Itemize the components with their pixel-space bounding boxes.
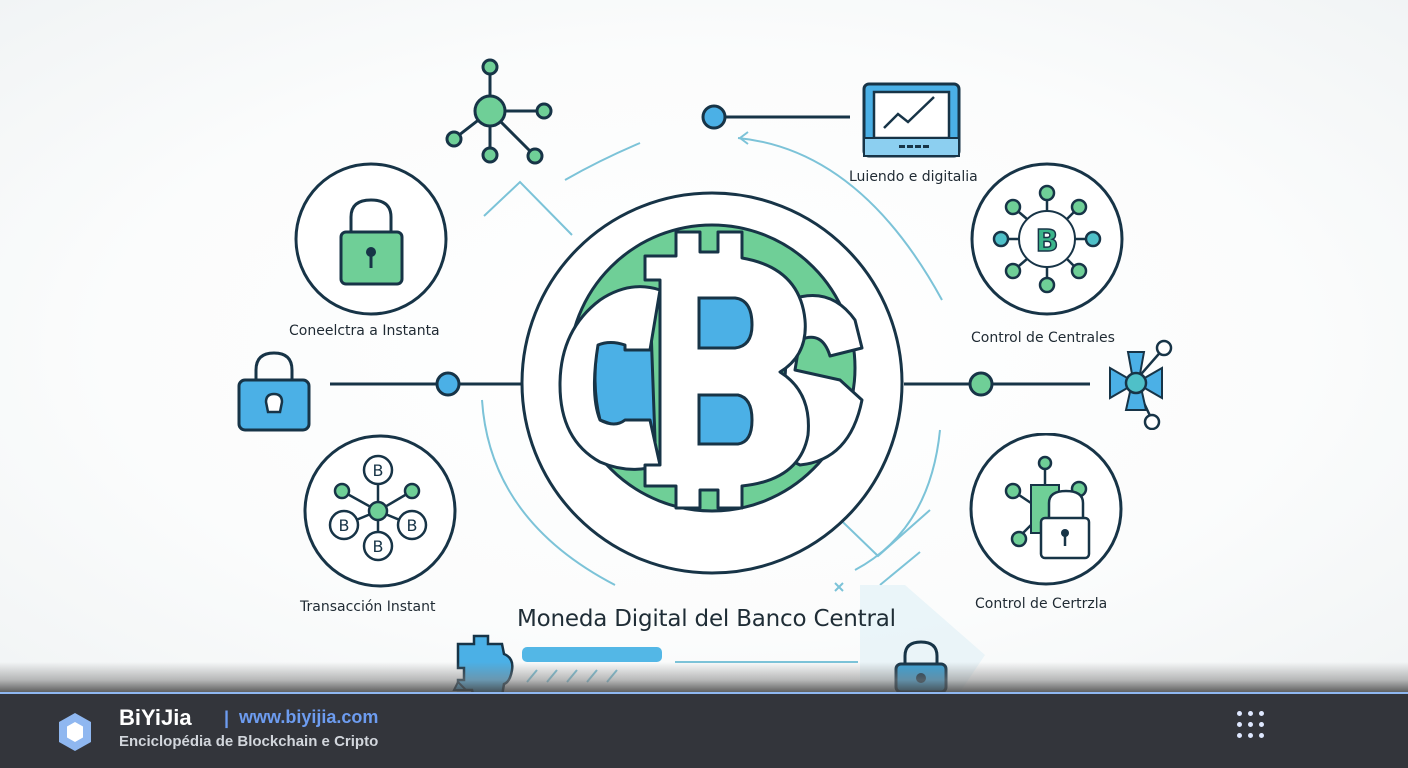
bitcoin-hub-icon: B: [970, 162, 1124, 316]
infographic-canvas: Coneelctra a Instanta B B B B Transacción I…: [0, 0, 1408, 692]
bitcoin-network-icon: B B B B: [303, 434, 457, 588]
brand-separator: |: [224, 708, 230, 728]
brand-tagline: Enciclopédia de Blockchain e Cripto: [119, 733, 379, 750]
brand-name: BiYiJia: [119, 705, 192, 730]
svg-text:B: B: [373, 537, 384, 556]
node-label-monitor: Luiendo e digitalia: [849, 169, 978, 185]
node-label-right-lower: Control de Certrzla: [975, 596, 1108, 612]
padlock-green-icon: [294, 162, 448, 316]
network-lock-icon: [969, 433, 1123, 586]
grid-dots-icon[interactable]: [1234, 708, 1268, 742]
connector-icon: [1109, 339, 1173, 430]
page-title: Moneda Digital del Banco Central: [517, 606, 896, 632]
brand-hexagon-icon: [59, 713, 91, 751]
puzzle-piece-icon: [452, 634, 514, 692]
cbdc-diagram: [330, 104, 1090, 692]
svg-text:B: B: [373, 461, 384, 480]
footer-bar: BiYiJia | www.biyijia.com Enciclopédia d…: [0, 692, 1408, 768]
svg-text:B: B: [407, 516, 418, 535]
node-label-top-left: Coneelctra a Instanta: [289, 323, 440, 339]
network-node-icon: [445, 58, 553, 165]
blue-lock-icon: [894, 640, 948, 692]
node-label-bottom-left: Transacción Instant: [300, 599, 436, 615]
brand-url-link[interactable]: www.biyijia.com: [239, 707, 379, 727]
svg-text:B: B: [339, 516, 350, 535]
blue-padlock-icon: [237, 351, 311, 432]
node-label-right-upper: Control de Centrales: [971, 330, 1115, 346]
svg-text:B: B: [1036, 224, 1059, 259]
chart-monitor-icon: [862, 82, 961, 158]
